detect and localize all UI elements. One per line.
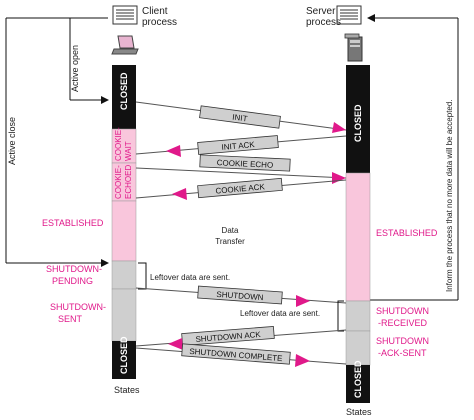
- active-close-label: Active close: [7, 117, 17, 165]
- client-shutdown-sent-line2: SENT: [58, 314, 83, 324]
- init-ack-message: INIT ACK: [197, 135, 279, 155]
- server-shutdown-ack-sent-line2: -ACK-SENT: [378, 348, 427, 358]
- shutdown-message: SHUTDOWN: [197, 285, 283, 305]
- cookie-ack-message: COOKIE ACK: [197, 177, 283, 199]
- client-shutdown-pending-block: [111, 260, 137, 290]
- leftover-server-bracket: [337, 300, 344, 332]
- cookie-echo-arrowhead: [332, 172, 346, 184]
- client-cookie-wait-line1: COOKIE-: [114, 127, 123, 161]
- server-closed-label: CLOSED: [353, 104, 363, 142]
- client-shutdown-sent-line1: SHUTDOWN-: [50, 302, 106, 312]
- shutdown-label: SHUTDOWN: [216, 290, 264, 302]
- init-arrowhead: [332, 122, 346, 133]
- client-label-line2: process: [142, 17, 177, 28]
- data-transfer-line2: Transfer: [215, 237, 245, 246]
- init-message: INIT: [199, 105, 281, 129]
- client-closed-end-label: CLOSED: [119, 336, 129, 374]
- init-label: INIT: [232, 113, 248, 124]
- cookie-echo-message: COOKIE ECHO: [199, 154, 291, 172]
- server-timeline: CLOSED CLOSED: [345, 65, 371, 403]
- shutdown-arrowhead: [296, 295, 310, 307]
- client-process-icon: [112, 5, 138, 25]
- client-shutdown-pending-line2: PENDING: [52, 276, 93, 286]
- leftover-client-label: Leftover data are sent.: [150, 273, 230, 282]
- server-label-line1: Server: [306, 6, 336, 17]
- shutdown-ack-arrowhead: [168, 338, 183, 350]
- init-ack-arrowhead: [166, 145, 181, 157]
- server-label-line2: process: [306, 17, 341, 28]
- init-ack-label: INIT ACK: [221, 140, 256, 152]
- server-closed-end-label: CLOSED: [353, 360, 363, 398]
- server-established-block: [345, 172, 371, 302]
- shutdown-ack-message: SHUTDOWN ACK: [181, 325, 275, 347]
- server-established-label: ESTABLISHED: [376, 228, 438, 238]
- server-process-icon: [336, 5, 362, 25]
- client-shutdown-sent-block: [111, 288, 137, 342]
- server-shutdown-ack-sent-block: [345, 330, 371, 366]
- laptop-icon: [111, 35, 139, 55]
- server-shutdown-received-line2: -RECEIVED: [378, 318, 428, 328]
- client-closed-block: [112, 65, 136, 129]
- shutdown-complete-message: SHUTDOWN COMPLETE: [181, 343, 291, 365]
- client-label-line1: Client: [142, 6, 168, 17]
- client-closed-label: CLOSED: [119, 72, 129, 110]
- client-established-block: [111, 200, 137, 262]
- data-transfer-line1: Data: [222, 226, 239, 235]
- active-open-label: Active open: [70, 45, 80, 92]
- server-tower-icon: [344, 33, 363, 62]
- server-shutdown-ack-sent-line1: SHUTDOWN: [376, 336, 429, 346]
- client-timeline: CLOSED CLOSED: [111, 65, 137, 379]
- client-cookie-wait-line2: WAIT: [124, 141, 133, 161]
- server-closed-block: [346, 65, 370, 173]
- shutdown-complete-arrowhead: [295, 354, 310, 367]
- client-states-footer: States: [114, 385, 140, 395]
- cookie-echo-line: [135, 167, 347, 179]
- cookie-ack-arrowhead: [172, 188, 187, 200]
- client-cookie-echoed-line1: COOKIE-: [114, 165, 123, 199]
- cookie-ack-label: COOKIE ACK: [215, 182, 266, 195]
- leftover-server-label: Leftover data are sent.: [240, 309, 320, 318]
- client-shutdown-pending-line1: SHUTDOWN-: [46, 264, 102, 274]
- server-closed-end-block: [346, 365, 370, 403]
- leftover-client-bracket: [138, 262, 147, 290]
- inform-label: Inform the process that no more data wil…: [445, 99, 454, 292]
- server-shutdown-received-block: [345, 300, 371, 332]
- client-established-label: ESTABLISHED: [42, 218, 104, 228]
- server-states-footer: States: [346, 407, 372, 417]
- cookie-echo-label: COOKIE ECHO: [217, 158, 274, 170]
- server-shutdown-received-line1: SHUTDOWN: [376, 306, 429, 316]
- client-closed-end-block: [112, 341, 136, 379]
- client-cookie-echoed-block: [111, 162, 137, 202]
- client-cookie-echoed-line2: ECHOED: [124, 165, 133, 199]
